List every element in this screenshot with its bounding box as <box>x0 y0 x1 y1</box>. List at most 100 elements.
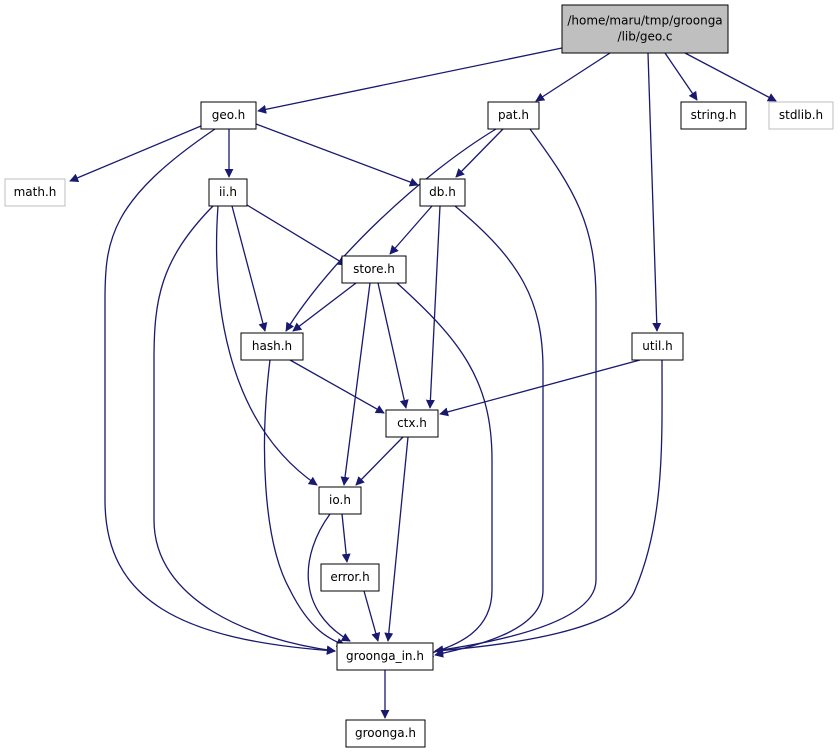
node-label: groonga_in.h <box>346 649 424 663</box>
edge-path <box>396 282 493 658</box>
node-label: /home/maru/tmp/groonga <box>567 14 722 28</box>
node-box <box>318 486 362 515</box>
node-string-h[interactable]: string.h <box>680 101 747 130</box>
node-box <box>341 255 407 284</box>
node-box <box>631 332 684 361</box>
node-groonga-h[interactable]: groonga.h <box>345 719 426 748</box>
edge-ii-h-to-io-h <box>215 205 318 486</box>
edge-root-to-util-h <box>647 52 662 332</box>
node-io-h[interactable]: io.h <box>318 486 362 515</box>
edge-path <box>434 205 544 658</box>
node-label: store.h <box>353 262 395 276</box>
node-hash-h[interactable]: hash.h <box>240 332 304 361</box>
node-label: hash.h <box>252 339 292 353</box>
edge-path <box>439 359 641 417</box>
edge-hash-h-to-groonga-in-h <box>263 359 346 647</box>
edge-store-h-to-groonga-in-h <box>396 282 493 658</box>
edge-root-to-string-h <box>664 52 698 101</box>
edge-hash-h-to-ctx-h <box>289 359 385 414</box>
edge-path <box>263 359 346 647</box>
node-box <box>419 178 466 207</box>
node-math-h[interactable]: math.h <box>4 178 66 207</box>
node-label: util.h <box>642 339 672 353</box>
node-box <box>768 101 834 130</box>
edge-path <box>289 359 385 414</box>
edge-path <box>215 205 318 486</box>
node-util-h[interactable]: util.h <box>631 332 684 361</box>
edge-path <box>434 359 663 655</box>
node-box <box>336 642 434 671</box>
node-root[interactable]: /home/maru/tmp/groonga/lib/geo.c <box>561 4 729 54</box>
edge-path <box>384 436 409 642</box>
edge-pat-h-to-groonga-in-h <box>434 128 597 655</box>
edge-path <box>69 125 202 183</box>
edge-db-h-to-ctx-h <box>425 205 441 409</box>
node-store-h[interactable]: store.h <box>341 255 407 284</box>
edge-path <box>246 204 347 266</box>
edge-geo-h-to-math-h <box>69 125 202 183</box>
node-label: db.h <box>429 185 456 199</box>
edge-path <box>307 513 351 642</box>
node-error-h[interactable]: error.h <box>320 563 380 592</box>
node-box <box>208 178 248 207</box>
edge-ii-h-to-hash-h <box>231 205 268 332</box>
node-label: stdlib.h <box>779 108 823 122</box>
edges <box>69 47 777 719</box>
node-pat-h[interactable]: pat.h <box>487 101 540 130</box>
edge-path <box>355 436 404 486</box>
edge-path <box>104 128 336 655</box>
node-box <box>4 178 66 207</box>
node-geo-h[interactable]: geo.h <box>200 101 257 130</box>
node-label: string.h <box>691 108 737 122</box>
edge-path <box>455 128 504 178</box>
node-label: ii.h <box>219 185 237 199</box>
edge-error-h-to-groonga-in-h <box>363 590 381 642</box>
edge-path <box>684 52 777 102</box>
node-label: /lib/geo.c <box>618 30 673 44</box>
edge-path <box>285 128 497 332</box>
node-box <box>487 101 540 130</box>
node-ii-h[interactable]: ii.h <box>208 178 248 207</box>
edge-path <box>231 205 268 332</box>
edge-store-h-to-hash-h <box>292 282 357 332</box>
node-groonga-in-h[interactable]: groonga_in.h <box>336 642 434 671</box>
node-label: pat.h <box>498 108 529 122</box>
edge-path <box>257 47 563 114</box>
edge-path <box>292 282 357 332</box>
edge-path <box>434 128 597 655</box>
edge-ii-h-to-groonga-in-h <box>153 205 336 655</box>
edge-path <box>389 205 433 255</box>
nodes: /home/maru/tmp/groonga/lib/geo.c geo.h pat… <box>4 4 834 748</box>
node-label: error.h <box>330 570 369 584</box>
edge-path <box>425 205 441 409</box>
edge-util-h-to-ctx-h <box>439 359 641 417</box>
node-ctx-h[interactable]: ctx.h <box>385 409 439 438</box>
edge-pat-h-to-hash-h <box>285 128 497 332</box>
edge-geo-h-to-groonga-in-h <box>104 128 336 655</box>
node-db-h[interactable]: db.h <box>419 178 466 207</box>
node-box <box>385 409 439 438</box>
edge-path <box>153 205 336 655</box>
edge-root-to-stdlib-h <box>684 52 777 102</box>
edge-path <box>363 590 381 642</box>
node-label: geo.h <box>212 108 246 122</box>
node-box <box>561 4 729 54</box>
edge-path <box>535 52 611 102</box>
node-label: groonga.h <box>355 726 416 740</box>
edge-util-h-to-groonga-in-h <box>434 359 663 655</box>
node-label: io.h <box>329 493 351 507</box>
edge-root-to-geo-h <box>257 47 563 114</box>
edge-path <box>340 282 371 486</box>
edge-db-h-to-store-h <box>389 205 433 255</box>
edge-geo-h-to-db-h <box>255 123 419 187</box>
node-box <box>680 101 747 130</box>
edge-db-h-to-groonga-in-h <box>434 205 544 658</box>
edge-io-h-to-error-h <box>341 513 351 563</box>
edge-path <box>647 52 662 332</box>
edge-path <box>255 123 419 187</box>
node-box <box>320 563 380 592</box>
node-stdlib-h[interactable]: stdlib.h <box>768 101 834 130</box>
edge-root-to-pat-h <box>535 52 611 102</box>
node-box <box>345 719 426 748</box>
